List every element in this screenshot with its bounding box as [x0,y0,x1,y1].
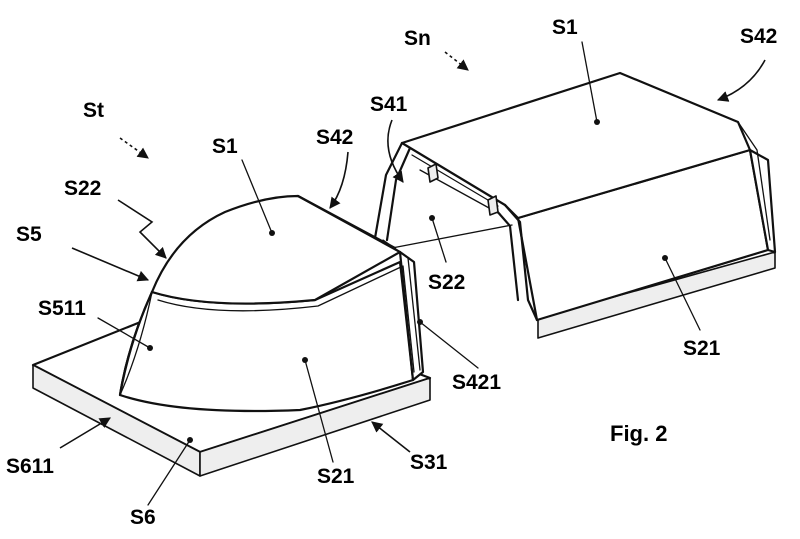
label-s21-left: S21 [317,465,355,488]
label-s1-right: S1 [552,16,578,39]
label-s31: S31 [410,451,448,474]
left-top-face [150,194,402,305]
label-s42-right: S42 [740,25,778,48]
label-s22-mid: S22 [428,271,466,294]
label-s5: S5 [16,223,42,246]
label-s22-left: S22 [64,177,102,200]
label-s511: S511 [38,297,86,320]
label-s1-left: S1 [212,135,238,158]
label-st: St [83,99,104,122]
label-s41: S41 [370,93,408,116]
left-shell-part [31,194,432,477]
reference-dots [147,119,668,443]
label-sn: Sn [404,27,431,50]
figure-caption: Fig. 2 [610,421,668,446]
label-s6: S6 [130,506,156,529]
base-plate-front-edge [199,377,431,477]
label-s42-left: S42 [316,126,354,149]
right-base-front [537,251,776,339]
label-s21-right: S21 [683,337,721,360]
right-end-face [748,148,777,254]
label-s421: S421 [452,371,502,394]
leader-lines [59,41,766,506]
label-s611: S611 [6,455,54,478]
right-shell-part [373,71,777,339]
